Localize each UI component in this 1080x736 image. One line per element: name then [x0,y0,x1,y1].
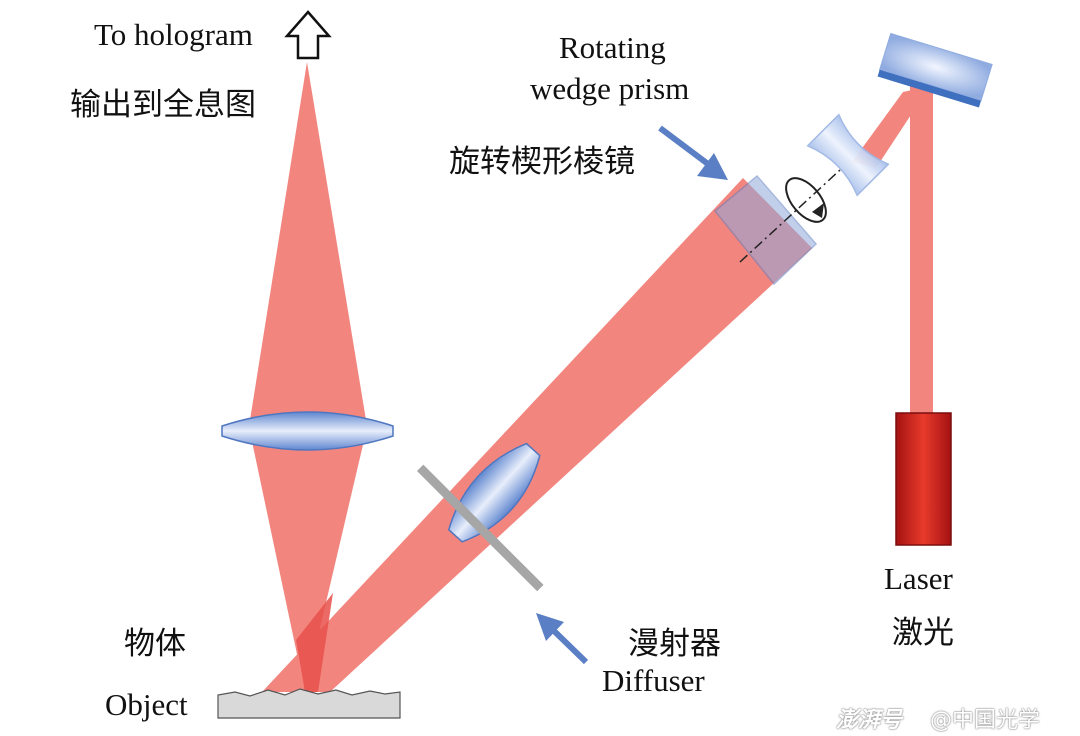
laser-source [895,412,952,546]
beam-mirror-to-lens [852,86,930,168]
beam-prism-to-object [262,178,812,692]
mirror [877,32,993,108]
beam-lens-to-hologram [250,62,366,420]
beam-laser-to-mirror [910,82,933,413]
to-hologram-label: To hologram [94,17,253,52]
prism-label-cn: 旋转楔形棱镜 [449,144,635,180]
diffuser-label-cn: 漫射器 [628,626,721,662]
up-arrow-icon [284,10,332,60]
laser-beams [250,62,933,692]
beam-overlap [296,593,333,692]
imaging-lens [221,411,394,451]
object-label-cn: 物体 [124,626,186,662]
object-surface [217,688,401,719]
object-label: Object [105,687,188,722]
beam-object-to-lens [250,432,366,692]
prism-label-line1: Rotating [559,30,666,65]
prism-label-line2: wedge prism [530,71,690,106]
diffuser-plate [416,464,544,592]
diffuser-pointer-arrow [536,613,589,665]
watermark-account: @中国光学 [930,708,1041,733]
laser-label: Laser [884,561,953,596]
to-hologram-label-cn: 输出到全息图 [70,87,256,123]
wedge-prism [713,169,841,286]
concave-lens [806,113,890,197]
diffuser-label: Diffuser [602,663,705,698]
prism-pointer-arrow [658,125,728,180]
laser-label-cn: 激光 [892,615,954,651]
watermark-source: 澎湃号 [836,708,903,733]
